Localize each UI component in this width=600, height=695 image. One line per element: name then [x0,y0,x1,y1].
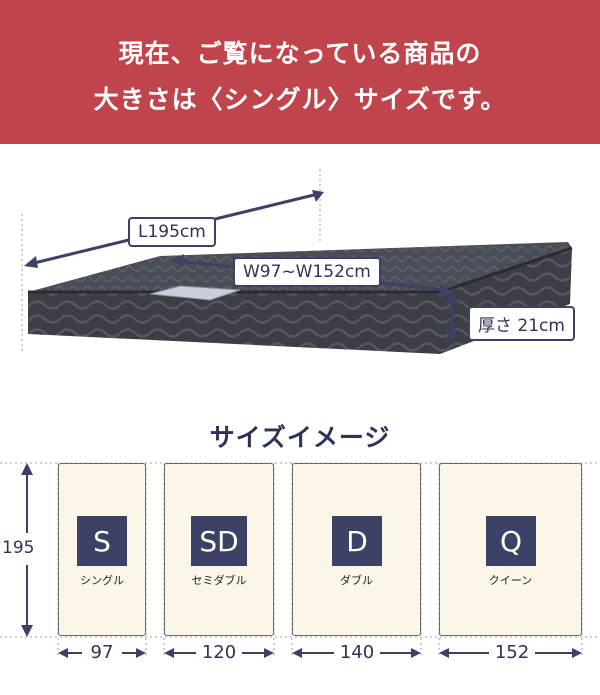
size-code-tile: SD [191,516,247,566]
width-label-queen: 152 [489,642,535,663]
header-banner: 現在、ご覧になっている商品の 大きさは〈シングル〉サイズです。 [0,0,600,144]
mattress-front-side [28,292,440,354]
size-code-tile: Q [486,516,536,566]
size-image-title: サイズイメージ [209,423,391,452]
size-name: クイーン [488,574,533,587]
size-name: ダブル [340,574,373,587]
size-code-tile: D [332,516,382,566]
thickness-label: 厚さ 21cm [468,306,575,341]
length-label: L195cm [128,217,216,247]
banner-line-2: 大きさは〈シングル〉サイズです。 [93,85,507,114]
size-code-tile: S [77,516,127,566]
size-name: セミダブル [191,574,247,587]
size-box-single: S シングル [58,463,146,636]
height-label: 195 [2,538,35,558]
width-label: W97~W152cm [233,257,381,287]
banner-line-1: 現在、ご覧になっている商品の [118,39,482,68]
size-box-semi-double: SD セミダブル [164,463,274,636]
size-box-double: D ダブル [292,463,421,636]
size-box-queen: Q クイーン [439,463,582,636]
size-name: シングル [80,574,124,587]
width-label-double: 140 [334,642,380,663]
width-label-single: 97 [82,642,122,663]
width-label-semi-double: 120 [196,642,242,663]
mattress-tag [149,285,241,301]
